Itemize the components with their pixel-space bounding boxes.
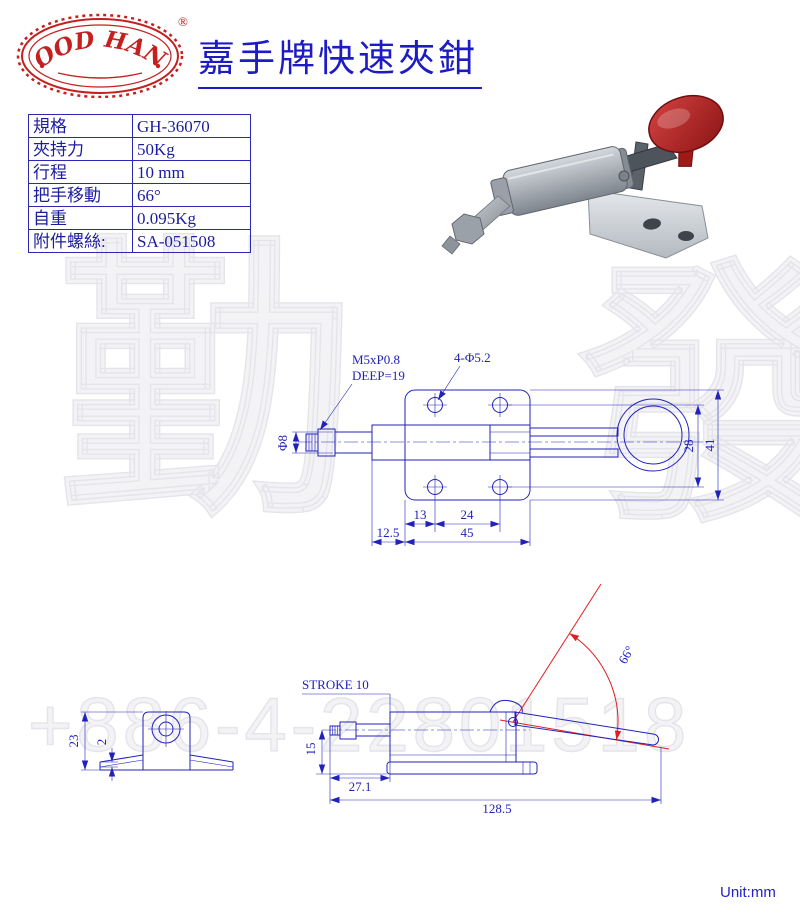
spec-label: 行程 xyxy=(28,160,133,184)
hex-nut xyxy=(451,213,485,245)
page-title: 嘉手牌快速夾鉗 xyxy=(198,28,482,89)
table-row: 行程 10 mm xyxy=(28,160,251,184)
bracket-front xyxy=(99,711,234,771)
dim-bottom: 13 24 12.5 45 xyxy=(371,460,531,546)
dim-128-5-label: 128.5 xyxy=(482,801,511,816)
spec-label: 附件螺絲: xyxy=(28,229,133,253)
spec-value: 66° xyxy=(132,183,251,207)
arm-bar-bottom xyxy=(529,448,619,458)
front-view-drawing: 23 2 xyxy=(66,711,234,781)
table-row: 自重 0.095Kg xyxy=(28,206,251,230)
dim-13-label: 13 xyxy=(414,507,427,522)
handle-travel-lines: 66° xyxy=(499,583,670,750)
red-handle xyxy=(648,95,724,167)
latch-hook xyxy=(489,699,523,714)
dim-2-label: 2 xyxy=(94,739,109,746)
base-plate xyxy=(386,761,538,775)
spec-table: 規格 GH-36070 夾持力 50Kg 行程 10 mm 把手移動 66° 自… xyxy=(28,114,251,253)
ring-handle-inner xyxy=(623,405,683,465)
product-photo xyxy=(441,95,724,259)
logo-dot-left xyxy=(39,63,45,69)
spec-value: 10 mm xyxy=(132,160,251,184)
clamp-body-sideview xyxy=(329,699,659,775)
dim-28: 28 xyxy=(508,404,704,488)
rod-dia-label: Φ8 xyxy=(275,435,290,451)
hex-nut xyxy=(317,428,336,457)
spec-value: 0.095Kg xyxy=(132,206,251,230)
dim-12-5-label: 12.5 xyxy=(377,525,400,540)
spec-value: 50Kg xyxy=(132,137,251,161)
clamp-body-topview xyxy=(305,398,690,472)
flange-plate xyxy=(404,389,531,501)
spec-label: 夾持力 xyxy=(28,137,133,161)
plunger-rod xyxy=(334,431,373,454)
dim-15: 15 xyxy=(303,730,387,775)
logo-inner-ellipse xyxy=(28,24,172,88)
dim-27-1-label: 27.1 xyxy=(349,779,372,794)
logo-dot-right xyxy=(155,63,161,69)
logo-flourish xyxy=(57,72,143,79)
angle-label: 66° xyxy=(615,643,637,666)
annotation-thread: M5xP0.8 DEEP=19 xyxy=(319,352,405,431)
clamp-base xyxy=(587,189,709,259)
table-row: 把手移動 66° xyxy=(28,183,251,207)
dim-23-label: 23 xyxy=(66,735,81,748)
top-view-drawing: M5xP0.8 DEEP=19 4-Φ5.2 Φ8 28 xyxy=(275,350,724,546)
dim-45-label: 45 xyxy=(461,525,474,540)
logo-outer-ellipse xyxy=(21,18,179,94)
brand-logo: GOOD HAND ® xyxy=(16,10,188,98)
base-hole xyxy=(643,218,661,230)
dim-28-label: 28 xyxy=(681,440,696,453)
dim-41: 41 xyxy=(530,389,724,501)
table-row: 規格 GH-36070 xyxy=(28,114,251,138)
spec-value: SA-051508 xyxy=(132,229,251,253)
hex-nut xyxy=(339,721,357,740)
dim-24-label: 24 xyxy=(461,507,475,522)
spec-label: 把手移動 xyxy=(28,183,133,207)
depth-label: DEEP=19 xyxy=(352,368,405,383)
pivot-screw xyxy=(618,170,630,182)
annotation-holes: 4-Φ5.2 xyxy=(437,350,491,401)
registered-mark: ® xyxy=(178,14,188,29)
dim-23: 23 xyxy=(66,711,143,771)
dim-41-label: 41 xyxy=(702,439,717,452)
ring-handle-outer xyxy=(616,398,690,472)
base-hole xyxy=(678,231,694,241)
side-view-drawing: 66° STROKE 10 xyxy=(302,583,670,816)
dim-2: 2 xyxy=(94,739,118,781)
handle-bar xyxy=(514,711,659,746)
dim-rod-diameter: Φ8 xyxy=(275,431,333,454)
pivot-pin xyxy=(508,717,518,727)
spec-value: GH-36070 xyxy=(132,114,251,138)
spec-label: 規格 xyxy=(28,114,133,138)
thread-label: M5xP0.8 xyxy=(352,352,400,367)
spec-label: 自重 xyxy=(28,206,133,230)
arm-bar-top xyxy=(529,427,619,437)
dim-15-label: 15 xyxy=(303,743,318,756)
table-row: 夾持力 50Kg xyxy=(28,137,251,161)
unit-note: Unit:mm xyxy=(720,884,776,901)
thread-tip xyxy=(441,235,461,255)
stroke-label: STROKE 10 xyxy=(302,677,369,692)
dim-128-5: 128.5 xyxy=(330,747,662,816)
logo-scallop-border xyxy=(16,13,184,98)
holes-label: 4-Φ5.2 xyxy=(454,350,491,365)
annotation-stroke: STROKE 10 xyxy=(302,677,391,712)
table-row: 附件螺絲: SA-051508 xyxy=(28,229,251,253)
dim-27-1: 27.1 xyxy=(329,735,391,804)
